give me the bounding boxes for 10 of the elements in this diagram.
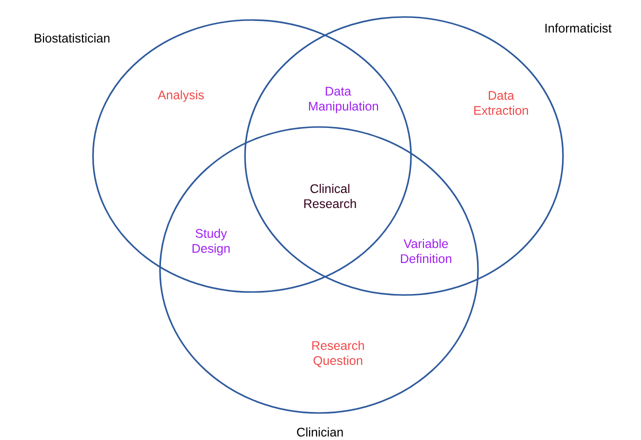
region-label: Variable Definition: [400, 238, 452, 264]
region-label: Research Question: [312, 340, 364, 368]
set-title: Informaticist: [545, 23, 612, 33]
region-label: Data Extraction: [474, 91, 528, 115]
region-label: Data Manipulation: [309, 86, 378, 114]
region-label: Study Design: [192, 228, 230, 256]
set-title: Biostatistician: [34, 33, 110, 43]
set-title: Clinician: [297, 427, 343, 437]
region-label: Clinical Research: [304, 184, 356, 208]
region-label: Analysis: [158, 90, 204, 102]
